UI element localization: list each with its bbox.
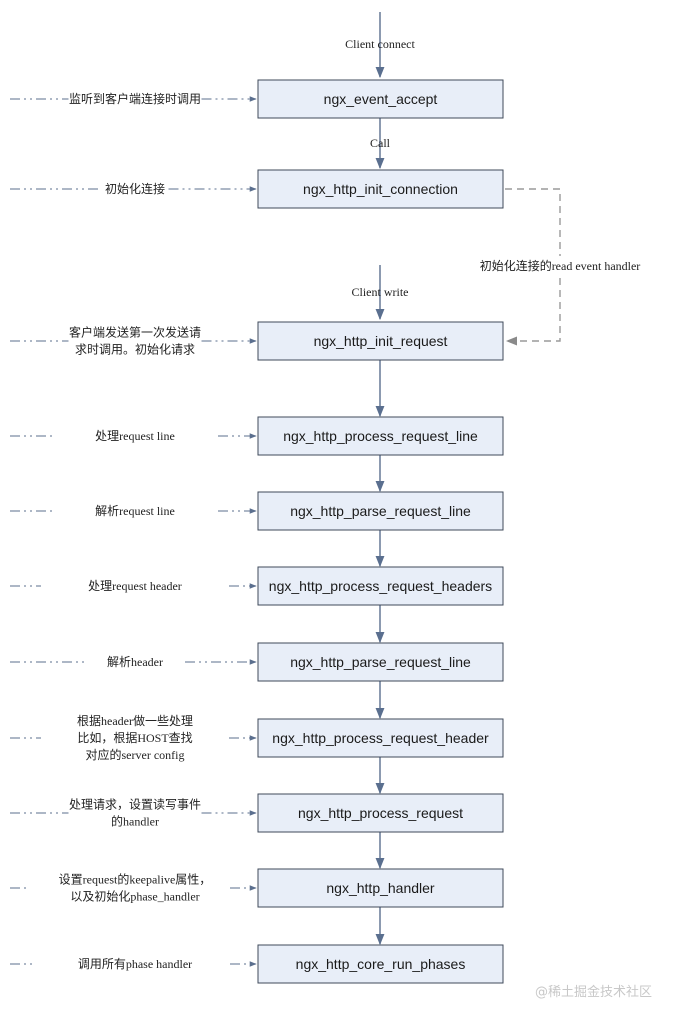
read-event-handler-loop bbox=[505, 188, 561, 346]
node-box bbox=[257, 491, 504, 531]
client-connect-label: Client connect bbox=[345, 37, 415, 51]
node-proc_req: ngx_http_process_request bbox=[257, 793, 504, 833]
client-write-label: Client write bbox=[352, 285, 409, 299]
node-box bbox=[257, 169, 504, 209]
node-label: ngx_http_process_request_line bbox=[283, 428, 478, 444]
node-label: ngx_http_init_request bbox=[314, 333, 448, 349]
node-box bbox=[257, 944, 504, 984]
node-label: ngx_http_init_connection bbox=[303, 181, 458, 197]
node-box bbox=[257, 793, 504, 833]
note-handler: 设置request的keepalive属性， 以及初始化phase_handler bbox=[10, 872, 257, 904]
note-text: 客户端发送第一次发送请 bbox=[69, 325, 201, 340]
node-label: ngx_event_accept bbox=[324, 91, 438, 107]
note-text: 解析request line bbox=[95, 504, 175, 518]
read-event-handler-label: 初始化连接的read event handler bbox=[480, 258, 641, 273]
node-label: ngx_http_core_run_phases bbox=[296, 956, 466, 972]
note-proc_headers: 处理request header bbox=[10, 579, 257, 593]
node-box bbox=[257, 79, 504, 119]
node-parse_line: ngx_http_parse_request_line bbox=[257, 491, 504, 531]
note-text: 比如，根据HOST查找 bbox=[77, 730, 192, 745]
node-proc_headers: ngx_http_process_request_headers bbox=[257, 566, 504, 606]
note-parse_line2: 解析header bbox=[10, 655, 257, 669]
call-label: Call bbox=[370, 136, 391, 150]
note-text: 求时调用。初始化请求 bbox=[75, 343, 195, 357]
node-proc_header: ngx_http_process_request_header bbox=[257, 718, 504, 758]
node-box bbox=[257, 416, 504, 456]
node-label: ngx_http_process_request_headers bbox=[269, 578, 492, 594]
node-box bbox=[257, 566, 504, 606]
node-label: ngx_http_handler bbox=[326, 880, 435, 896]
node-label: ngx_http_process_request bbox=[298, 805, 463, 821]
node-init_conn: ngx_http_init_connection bbox=[257, 169, 504, 209]
note-init_conn: 初始化连接 bbox=[10, 181, 257, 196]
node-box bbox=[257, 642, 504, 682]
node-init_req: ngx_http_init_request bbox=[257, 321, 504, 361]
note-text: 处理request line bbox=[95, 429, 175, 443]
node-box bbox=[257, 718, 504, 758]
node-proc_line: ngx_http_process_request_line bbox=[257, 416, 504, 456]
node-handler: ngx_http_handler bbox=[257, 868, 504, 908]
node-label: ngx_http_parse_request_line bbox=[290, 654, 471, 670]
node-parse_line2: ngx_http_parse_request_line bbox=[257, 642, 504, 682]
watermark: @稀土掘金技术社区 bbox=[535, 984, 652, 1000]
node-run_phases: ngx_http_core_run_phases bbox=[257, 944, 504, 984]
note-text: 解析header bbox=[107, 655, 163, 669]
note-text: 处理请求，设置读写事件 bbox=[69, 798, 201, 812]
node-box bbox=[257, 868, 504, 908]
node-accept: ngx_event_accept bbox=[257, 79, 504, 119]
node-label: ngx_http_process_request_header bbox=[272, 730, 489, 746]
note-text: 设置request的keepalive属性， bbox=[59, 872, 212, 887]
note-text: 根据header做一些处理 bbox=[77, 713, 193, 728]
note-text: 的handler bbox=[111, 814, 159, 829]
node-box bbox=[257, 321, 504, 361]
note-text: 调用所有phase handler bbox=[78, 957, 192, 971]
note-run_phases: 调用所有phase handler bbox=[10, 957, 257, 971]
note-text: 以及初始化phase_handler bbox=[70, 890, 199, 904]
note-proc_line: 处理request line bbox=[10, 429, 257, 443]
note-text: 监听到客户端连接时调用 bbox=[69, 91, 201, 106]
note-text: 初始化连接 bbox=[105, 181, 165, 196]
note-text: 对应的server config bbox=[86, 747, 185, 762]
note-text: 处理request header bbox=[88, 579, 182, 593]
loop-label-bg bbox=[470, 256, 650, 276]
note-parse_line: 解析request line bbox=[10, 504, 257, 518]
note-accept: 监听到客户端连接时调用 bbox=[10, 91, 257, 106]
node-label: ngx_http_parse_request_line bbox=[290, 503, 471, 519]
